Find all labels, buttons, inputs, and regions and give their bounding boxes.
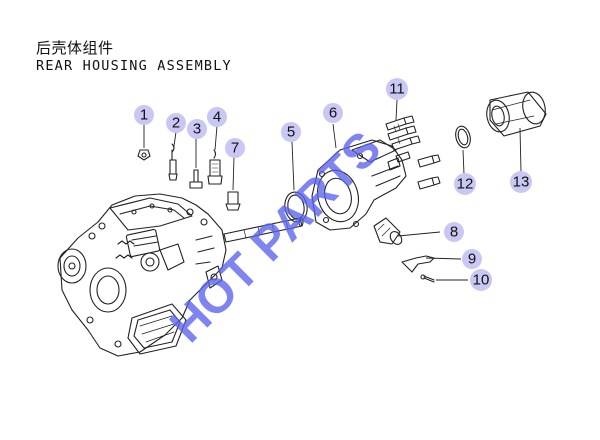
callout-circle (323, 103, 343, 123)
callout-number: 2 (172, 115, 180, 132)
diagram-title-english: REAR HOUSING ASSEMBLY (36, 58, 232, 74)
callout-9: 9 (462, 249, 482, 269)
callout-circle (386, 78, 408, 100)
callout-number: 1 (140, 107, 148, 124)
callout-circle (444, 222, 464, 242)
rear-housing-drawing (311, 139, 407, 231)
callout-12: 12 (454, 173, 476, 195)
breather-fitting-drawing (373, 217, 403, 245)
callout-13: 13 (510, 171, 532, 193)
callout-3: 3 (187, 119, 207, 139)
callout-number: 9 (468, 251, 476, 268)
callout-circle (134, 105, 154, 125)
seal-sleeve-drawing (486, 91, 547, 137)
callout-1: 1 (134, 105, 154, 125)
callout-number: 8 (450, 224, 458, 241)
callout-7: 7 (225, 138, 245, 158)
callout-number: 10 (473, 272, 490, 289)
callout-circle (510, 171, 532, 193)
callout-circle (470, 269, 492, 291)
callout-circle (281, 122, 301, 142)
screw-drawing (420, 274, 435, 283)
callout-number: 6 (329, 105, 337, 122)
callout-number: 4 (213, 109, 221, 126)
callout-5: 5 (281, 122, 301, 142)
callout-circle (454, 173, 476, 195)
callout-number: 12 (457, 176, 474, 193)
watermark-text: HOT PARTS (160, 122, 391, 353)
o-ring-drawing (284, 191, 308, 223)
callout-10: 10 (470, 269, 492, 291)
callout-number: 3 (193, 121, 201, 138)
callout-circle (207, 107, 227, 127)
small-parts-drawing (137, 143, 241, 211)
callout-circle (187, 119, 207, 139)
callout-circle (225, 138, 245, 158)
callout-8: 8 (444, 222, 464, 242)
leader-lines (143, 99, 522, 281)
snap-ring-drawing (455, 125, 471, 149)
callout-11: 11 (386, 78, 408, 100)
clip-drawing (401, 255, 435, 273)
callout-number: 7 (231, 140, 239, 157)
callout-2: 2 (166, 113, 186, 133)
callout-number: 5 (287, 124, 295, 141)
callout-number: 11 (389, 81, 405, 98)
callout-circle (166, 113, 186, 133)
callout-circle (462, 249, 482, 269)
transmission-housing-drawing (57, 193, 227, 357)
callout-6: 6 (323, 103, 343, 123)
callout-number: 13 (513, 174, 530, 191)
callout-4: 4 (207, 107, 227, 127)
diagram-title-chinese: 后壳体组件 (36, 39, 114, 57)
bolts-drawing (385, 115, 441, 190)
